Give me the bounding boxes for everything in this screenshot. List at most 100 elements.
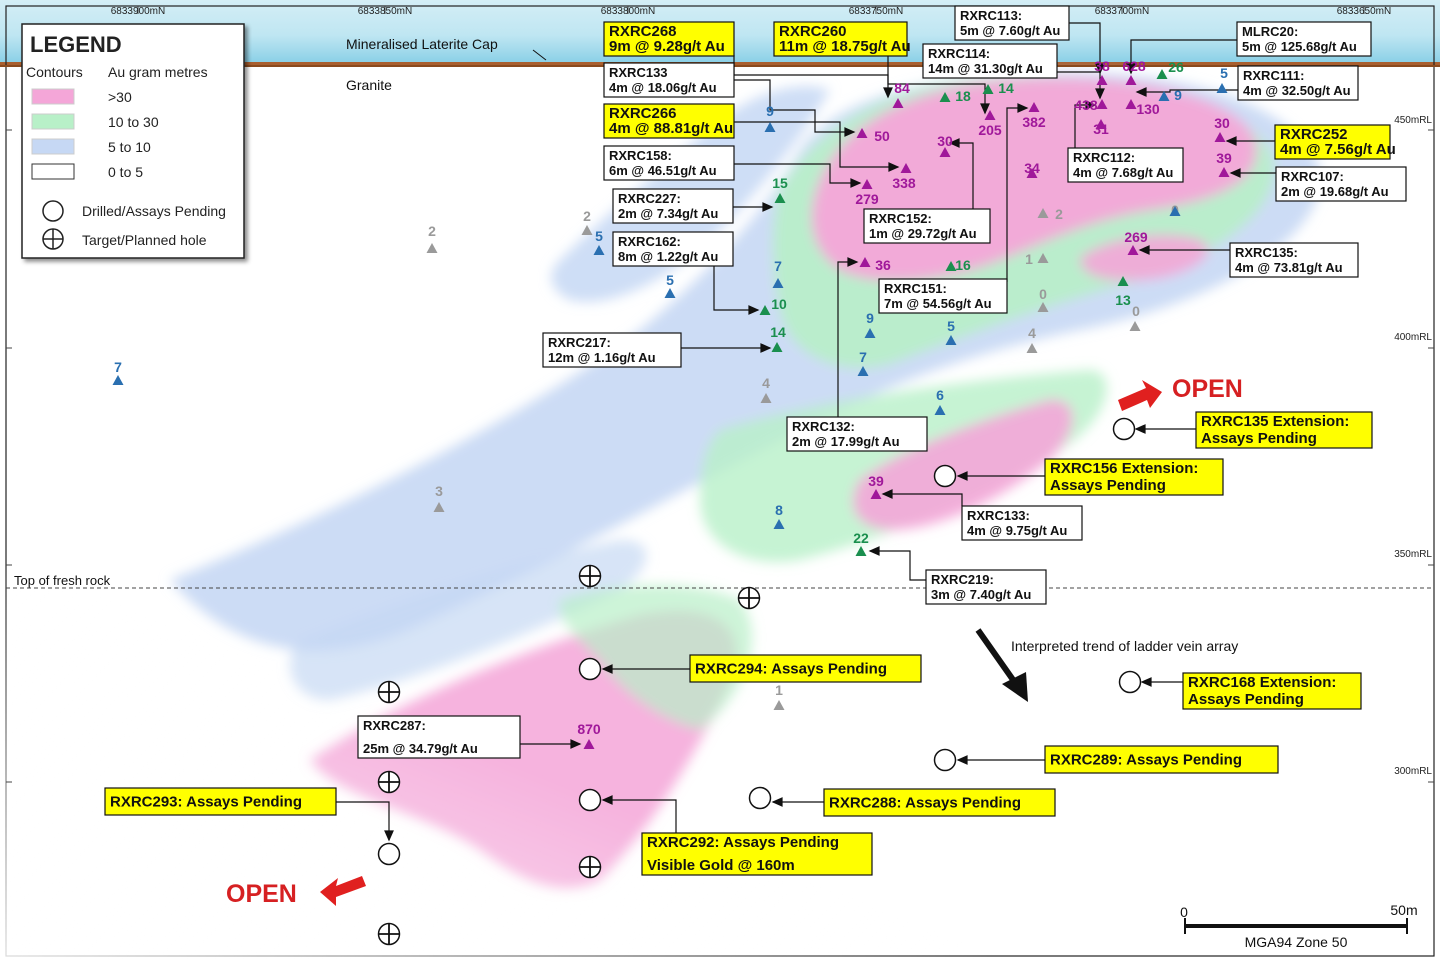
intercept-value: 30 <box>937 133 953 149</box>
triangle-marker-icon <box>945 261 957 271</box>
intercept-marker: 7 <box>772 258 784 288</box>
arrowhead-icon <box>384 830 394 842</box>
intercept-marker: 30 <box>937 133 953 157</box>
intercept-value: 4 <box>762 375 770 391</box>
triangle-marker-icon <box>1096 99 1108 109</box>
easting-label: 6833800mN <box>601 6 655 17</box>
intercept-value: 10 <box>771 296 787 312</box>
arrowhead-icon <box>748 305 760 315</box>
intercept-value: 38 <box>1094 58 1110 74</box>
triangle-marker-icon <box>939 147 951 157</box>
easting-label: 6833850mN <box>358 6 412 17</box>
callout-frame <box>603 21 735 57</box>
intercept-value: 2 <box>428 223 436 239</box>
callout-frame <box>1044 458 1224 496</box>
planned-hole-icon <box>578 855 602 879</box>
intercept-value: 870 <box>577 721 601 737</box>
leader-line <box>1074 100 1097 165</box>
intercept-value: 9 <box>866 310 874 326</box>
callout-box: RXRC151:7m @ 54.56g/t Au <box>878 278 1008 314</box>
callout-box: RXRC135 Extension:Assays Pending <box>1195 411 1373 449</box>
intercept-marker: 5 <box>945 318 957 345</box>
callout-result: 4m @ 9.75g/t Au <box>967 523 1067 538</box>
callout-frame <box>357 715 521 759</box>
contour-high-pink-east <box>1080 235 1208 281</box>
callout-result: Visible Gold @ 160m <box>647 857 795 874</box>
intercept-value: 31 <box>1093 121 1109 137</box>
arrowhead-icon <box>1085 100 1097 110</box>
triangle-marker-icon <box>1095 119 1107 129</box>
arrowhead-icon <box>1126 63 1136 75</box>
intercept-marker: 31 <box>1093 119 1109 137</box>
open-arrow-icon <box>1118 380 1162 411</box>
intercept-value: 628 <box>1122 58 1146 74</box>
arrowhead-icon <box>1135 87 1147 97</box>
callout-hole: RXRC112: <box>1073 150 1135 165</box>
callout-frame <box>786 416 928 452</box>
intercept-marker: 84 <box>892 80 910 108</box>
callout-frame <box>1237 65 1359 101</box>
rl-label: 350mRL <box>1394 549 1432 560</box>
intercept-value: 30 <box>1214 115 1230 131</box>
trend-arrow-line <box>975 628 1019 686</box>
triangle-marker-icon <box>870 489 882 499</box>
callout-box: RXRC113:5m @ 7.60g/t Au <box>954 5 1070 41</box>
rl-label: 400mRL <box>1394 332 1432 343</box>
arrowhead-icon <box>868 546 880 556</box>
intercept-marker: 2 <box>426 223 438 253</box>
leader-line <box>948 138 974 209</box>
leader-line <box>681 343 772 353</box>
callout-hole: RXRC252 <box>1280 126 1348 143</box>
intercept-value: 205 <box>978 122 1002 138</box>
arrowhead-icon <box>601 795 613 805</box>
hole-symbols <box>377 417 1142 946</box>
callout-result: 25m @ 34.79g/t Au <box>363 741 478 756</box>
callout-hole: RXRC289: Assays Pending <box>1050 752 1242 769</box>
intercept-marker: 5 <box>1216 65 1228 93</box>
intercept-marker: 18 <box>939 88 971 104</box>
leader-line <box>601 795 677 833</box>
intercept-value: 9 <box>766 103 774 119</box>
callout-result: 2m @ 19.68g/t Au <box>1281 184 1389 199</box>
intercept-value: 9 <box>1174 87 1182 103</box>
triangle-marker-icon <box>1169 206 1181 216</box>
leader-line <box>1057 71 1105 100</box>
intercept-marker: 0 <box>1129 303 1141 331</box>
callout-result: 1m @ 29.72g/t Au <box>869 226 977 241</box>
intercept-marker: 22 <box>853 530 869 556</box>
leader-line <box>734 163 862 188</box>
scale-start: 0 <box>1180 904 1188 920</box>
arrowhead-icon <box>760 343 772 353</box>
callout-hole: RXRC287: <box>363 718 426 733</box>
intercept-marker: 628 <box>1122 58 1146 85</box>
callout-box: RXRC152:1m @ 29.72g/t Au <box>863 208 991 244</box>
triangle-marker-icon <box>772 278 784 288</box>
callout-box: RXRC162:8m @ 1.22g/t Au <box>612 231 734 267</box>
callout-hole: RXRC111: <box>1243 68 1304 83</box>
callout-hole: RXRC133 <box>609 65 668 80</box>
intercept-value: 7 <box>774 258 782 274</box>
open-label: OPEN <box>226 880 297 908</box>
callout-hole: RXRC107: <box>1281 169 1344 184</box>
triangle-marker-icon <box>864 328 876 338</box>
triangle-marker-icon <box>1125 99 1137 109</box>
drilled-hole-icon <box>578 657 602 681</box>
callout-hole: RXRC152: <box>869 211 932 226</box>
callout-result: Assays Pending <box>1201 430 1317 447</box>
granite-label: Granite <box>346 77 392 93</box>
trend-arrow-head <box>1002 672 1028 702</box>
leader-line <box>1126 39 1237 75</box>
callout-result: Assays Pending <box>1188 691 1304 708</box>
legend-gram-metres-label: Au gram metres <box>108 64 208 80</box>
leader-line <box>1225 136 1275 146</box>
leader-line <box>956 471 1045 481</box>
callout-hole: RXRC133: <box>967 508 1030 523</box>
triangle-marker-icon <box>1026 168 1038 178</box>
arrowhead-icon <box>956 471 968 481</box>
callout-box: RXRC168 Extension:Assays Pending <box>1182 672 1362 710</box>
